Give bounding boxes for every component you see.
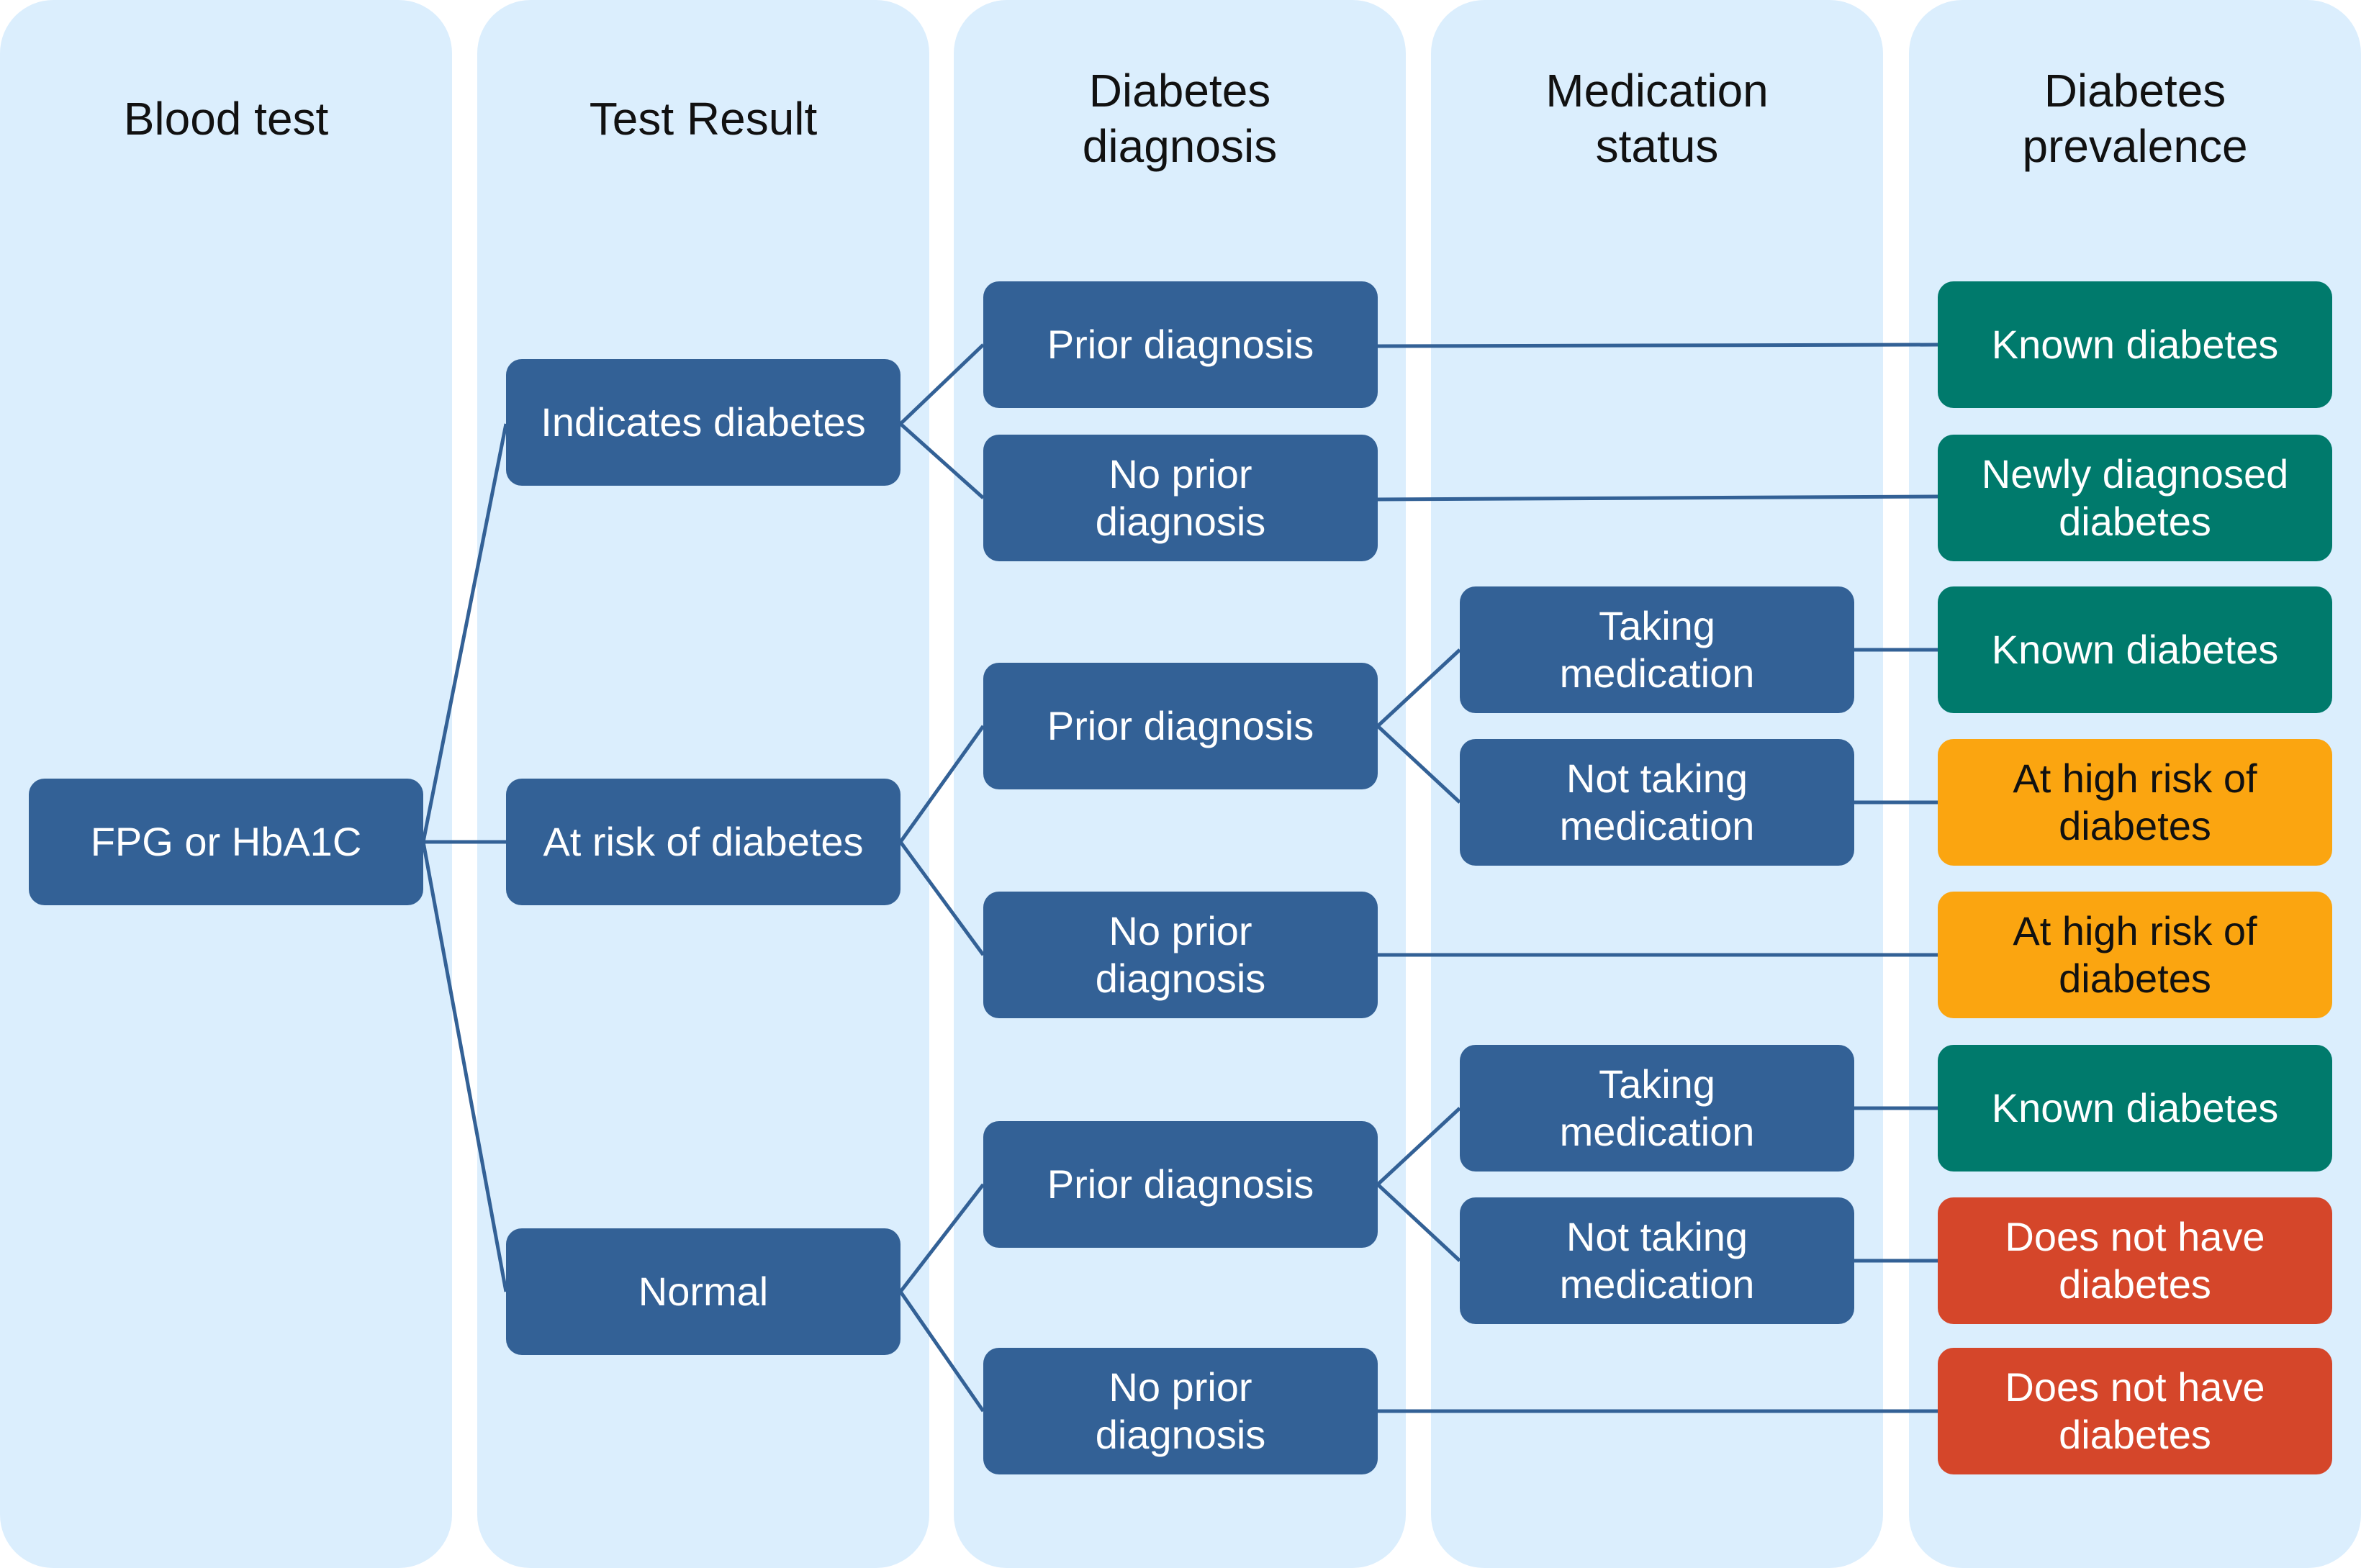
connector-line <box>899 1183 985 1293</box>
connector-line <box>1376 648 1461 728</box>
connector-line <box>898 840 985 956</box>
connector-line <box>898 725 985 843</box>
connector-line <box>898 1290 985 1413</box>
node-prevalence-no-diabetes: Does not have diabetes <box>1938 1197 2332 1324</box>
node-prevalence-known: Known diabetes <box>1938 281 2332 408</box>
header-medication-status: Medication status <box>1545 65 1769 172</box>
node-prevalence-high-risk: At high risk of diabetes <box>1938 892 2332 1018</box>
node-prevalence-high-risk: At high risk of diabetes <box>1938 739 2332 866</box>
header-test-result: Test Result <box>589 92 818 145</box>
connector-line <box>1377 494 1938 502</box>
header-diabetes-prevalence: Diabetes prevalence <box>2022 65 2248 172</box>
connector-line <box>1376 725 1461 804</box>
connector-line <box>1376 1183 1461 1262</box>
connector-line <box>1377 343 1938 348</box>
node-diagnosis-no-prior: No prior diagnosis <box>983 892 1378 1018</box>
node-medication-not-taking: Not taking medication <box>1460 739 1854 866</box>
node-diagnosis-no-prior: No prior diagnosis <box>983 435 1378 561</box>
connector-line <box>421 841 508 1292</box>
node-medication-taking: Taking medication <box>1460 586 1854 713</box>
header-blood-test: Blood test <box>123 92 329 145</box>
node-prevalence-known: Known diabetes <box>1938 586 2332 713</box>
node-diagnosis-prior: Prior diagnosis <box>983 663 1378 789</box>
connector-line <box>421 423 508 843</box>
node-medication-taking: Taking medication <box>1460 1045 1854 1172</box>
node-result-indicates-diabetes: Indicates diabetes <box>506 359 900 486</box>
node-medication-not-taking: Not taking medication <box>1460 1197 1854 1324</box>
header-diabetes-diagnosis: Diabetes diagnosis <box>1082 65 1278 172</box>
node-diagnosis-prior: Prior diagnosis <box>983 1121 1378 1248</box>
node-result-normal: Normal <box>506 1228 900 1355</box>
node-result-at-risk: At risk of diabetes <box>506 779 900 905</box>
connector-line <box>899 343 985 425</box>
node-prevalence-newly-diagnosed: Newly diagnosed diabetes <box>1938 435 2332 561</box>
node-prevalence-known: Known diabetes <box>1938 1045 2332 1172</box>
node-diagnosis-no-prior: No prior diagnosis <box>983 1348 1378 1474</box>
node-prevalence-no-diabetes: Does not have diabetes <box>1938 1348 2332 1474</box>
node-blood-test: FPG or HbA1C <box>29 779 423 905</box>
connector-line <box>899 422 985 499</box>
node-diagnosis-prior: Prior diagnosis <box>983 281 1378 408</box>
connector-line <box>1376 1107 1461 1186</box>
